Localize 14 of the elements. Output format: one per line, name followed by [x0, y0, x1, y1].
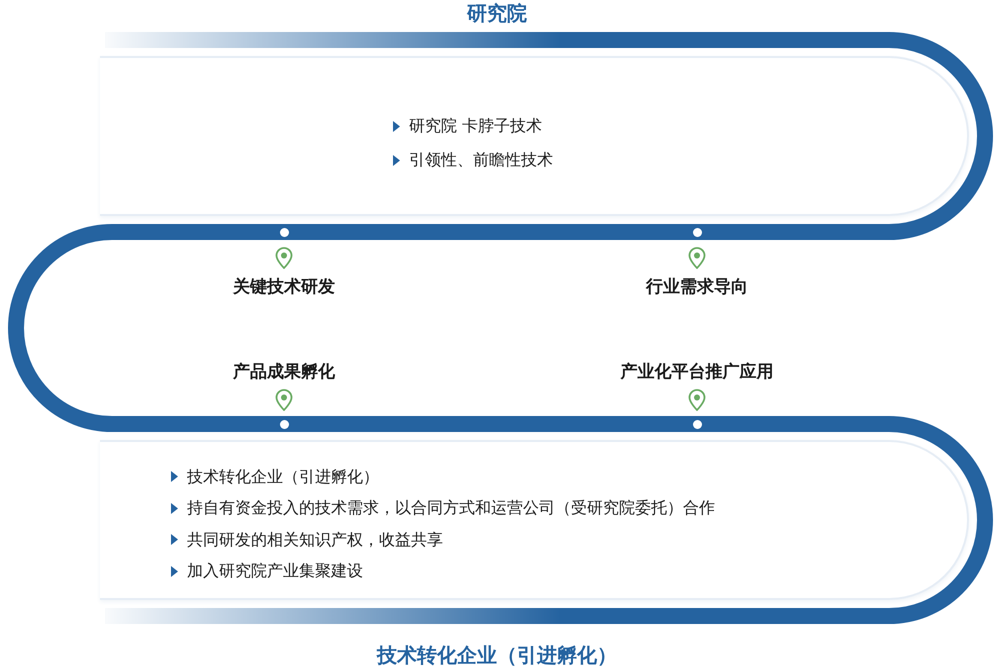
- bullet-text: 技术转化企业（引进孵化）: [187, 466, 379, 487]
- milestone-label: 产品成果孵化: [233, 361, 335, 383]
- bullet-text: 加入研究院产业集聚建设: [187, 561, 363, 582]
- rounded-panel: [100, 440, 969, 600]
- milestone-label: 行业需求导向: [646, 276, 748, 298]
- milestone-label: 产业化平台推广应用: [620, 361, 774, 383]
- section-heading: 技术转化企业（引进孵化）: [377, 643, 617, 667]
- milestone-label: 关键技术研发: [233, 276, 335, 298]
- bullet-text: 研究院 卡脖子技术: [409, 116, 542, 136]
- bullet-text: 引领性、前瞻性技术: [409, 150, 553, 170]
- bullet-text: 共同研发的相关知识产权，收益共享: [187, 530, 443, 550]
- bullet-text: 持自有资金投入的技术需求，以合同方式和运营公司（受研究院委托）合作: [187, 498, 715, 518]
- rounded-panel: [100, 56, 969, 216]
- section-heading: 研究院: [467, 1, 527, 25]
